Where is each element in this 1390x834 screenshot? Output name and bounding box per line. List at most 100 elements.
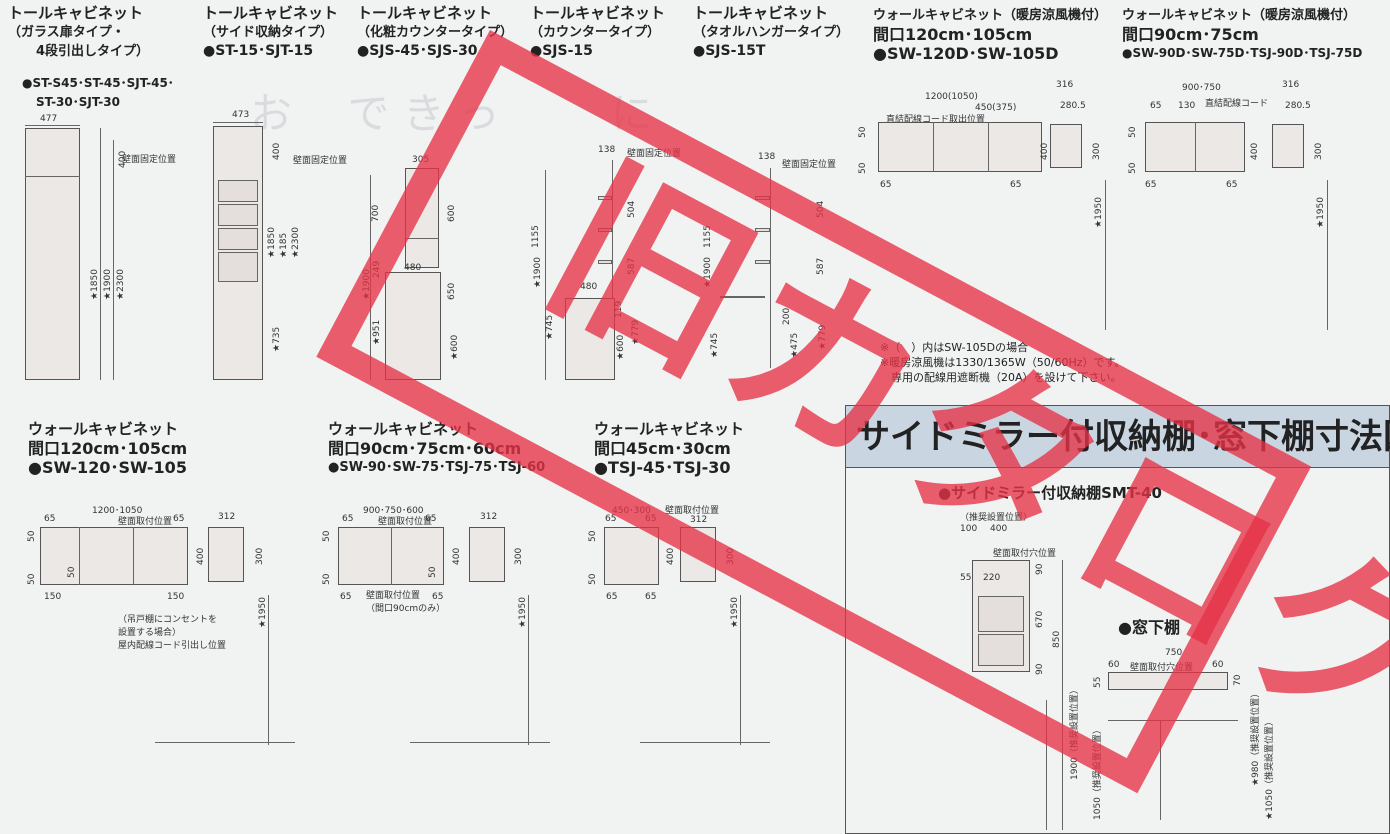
dim-label: 50 bbox=[27, 530, 37, 542]
dim-label: 312 bbox=[690, 515, 708, 525]
dim-label: 300 bbox=[1092, 142, 1102, 160]
dim-label: 50 bbox=[1128, 126, 1138, 138]
wall-cabinet-side bbox=[680, 527, 716, 582]
width-label: 138 bbox=[598, 145, 616, 155]
dim-label: 65 bbox=[425, 514, 437, 524]
dim-label: 900･750･600 bbox=[363, 506, 424, 516]
dim-label: 65 bbox=[645, 592, 657, 602]
dim-label: 130 bbox=[1178, 101, 1196, 111]
wall-cabinet-side bbox=[1050, 124, 1082, 168]
dim-label: 400 bbox=[196, 547, 206, 565]
dim-label: 700 bbox=[371, 204, 381, 222]
dim-label: 50 bbox=[588, 530, 598, 542]
footnotes: ※（ ）内はSW-105Dの場合 ※暖房涼風機は1330/1365W（50/60… bbox=[880, 341, 1126, 384]
dim-label: 50 bbox=[322, 530, 332, 542]
dim-label: 60 bbox=[1108, 660, 1120, 670]
dim-label: ★185 bbox=[279, 232, 289, 258]
dim-label: 50 bbox=[322, 573, 332, 585]
wall-cab-90-header: ウォールキャビネット 間口90cm･75cm･60cm ●SW-90･SW-75… bbox=[328, 420, 546, 475]
dim-label: 100 bbox=[960, 524, 978, 534]
smt-label: ●サイドミラー付収納棚SMT-40 bbox=[938, 484, 1162, 502]
dim-label: 300 bbox=[255, 547, 265, 565]
dim-label: 65 bbox=[173, 514, 185, 524]
tall-cab-glass-codes: ●ST-S45･ST-45･SJT-45･ ST-30･SJT-30 bbox=[22, 76, 174, 109]
dim-label: 400 bbox=[666, 547, 676, 565]
tall-cab-towel-header: トールキャビネット （タオルハンガータイプ） ●SJS-15T bbox=[693, 4, 850, 59]
dim-label: ★2300 bbox=[291, 227, 301, 258]
dim-label: 150 bbox=[167, 592, 185, 602]
dim-label: 50 bbox=[1128, 162, 1138, 174]
dim-label: 50 bbox=[428, 566, 438, 578]
dim-label: ★1950 bbox=[518, 597, 528, 628]
dim-label: 450(375) bbox=[975, 103, 1017, 113]
window-shelf-label: ●窓下棚 bbox=[1118, 618, 1180, 637]
dim-label: 55 bbox=[960, 573, 972, 583]
tall-cab-side-header: トールキャビネット （サイド収納タイプ） ●ST-15･SJT-15 bbox=[203, 4, 339, 59]
width-label: 477 bbox=[40, 114, 58, 124]
dim-label: 750 bbox=[1165, 648, 1183, 658]
dim-label: ★1950 bbox=[258, 597, 268, 628]
dim-label: 65 bbox=[1145, 180, 1157, 190]
dim-label: 900･750 bbox=[1182, 83, 1221, 93]
wall-cab-45-header: ウォールキャビネット 間口45cm･30cm ●TSJ-45･TSJ-30 bbox=[594, 420, 745, 477]
dim-label: 150 bbox=[44, 592, 62, 602]
counter-drawing bbox=[565, 298, 615, 380]
dim-label: 65 bbox=[1010, 180, 1022, 190]
cord-position-label: 直結配線コード取出位置 bbox=[886, 115, 986, 125]
dim-label: ★1900 bbox=[103, 269, 113, 300]
dim-label: 1200･1050 bbox=[92, 506, 143, 516]
wall-cabinet-drawing bbox=[604, 527, 659, 585]
dim-label: 312 bbox=[480, 512, 498, 522]
dim-label: ★1950 bbox=[1316, 197, 1326, 228]
width-label: 473 bbox=[232, 110, 250, 120]
dim-label: 65 bbox=[44, 514, 56, 524]
dim-label: 50 bbox=[67, 566, 77, 578]
dim-label: 50 bbox=[858, 126, 868, 138]
panel-title: サイドミラー付収納棚･窓下棚寸法図 bbox=[846, 406, 1390, 468]
dim-label: ★1950 bbox=[730, 597, 740, 628]
dim-label: ★735 bbox=[272, 326, 282, 352]
dim-label: 400 bbox=[452, 547, 462, 565]
dim-label: 280.5 bbox=[1060, 101, 1086, 111]
dim-label: 316 bbox=[1282, 80, 1300, 90]
outlet-callout: （吊戸棚にコンセントを 設置する場合） 屋内配線コード引出し位置 bbox=[118, 615, 227, 651]
wall-cab-120-header: ウォールキャビネット 間口120cm･105cm ●SW-120･SW-105 bbox=[28, 420, 188, 477]
wall-cabinet-side bbox=[1272, 124, 1304, 168]
dim-label: ★1950 bbox=[1094, 197, 1104, 228]
dim-label: 65 bbox=[605, 514, 617, 524]
dim-label: ★2300 bbox=[116, 269, 126, 300]
dim-label: 300 bbox=[1314, 142, 1324, 160]
tall-cabinet-drawing bbox=[405, 168, 439, 268]
dim-label: 480 bbox=[404, 263, 422, 273]
dim-label: 65 bbox=[432, 592, 444, 602]
dim-label: （推奨設置位置） bbox=[960, 513, 1033, 523]
dim-label: 50 bbox=[858, 162, 868, 174]
dim-label: 400 bbox=[1250, 142, 1260, 160]
width-label: 138 bbox=[758, 152, 776, 162]
wall-cabinet-drawing bbox=[40, 527, 188, 585]
dim-label: 50 bbox=[588, 573, 598, 585]
dim-label: 65 bbox=[342, 514, 354, 524]
dim-label: 480 bbox=[580, 282, 598, 292]
dim-label: 400 bbox=[272, 142, 282, 160]
wall-fix-label: 壁面固定位置 bbox=[782, 160, 837, 170]
mount-hole-label: 壁面取付穴位置 bbox=[993, 549, 1057, 559]
dim-label: 300 bbox=[514, 547, 524, 565]
dim-label: ★1850 bbox=[267, 227, 277, 258]
dim-label: 280.5 bbox=[1285, 101, 1311, 111]
dim-label: 65 bbox=[606, 592, 618, 602]
tall-cab-glass-header: トールキャビネット （ガラス扉タイプ・ 4段引出しタイプ） bbox=[8, 4, 150, 59]
tall-cabinet-drawing bbox=[25, 128, 80, 380]
dim-label: 50 bbox=[27, 573, 37, 585]
dim-label: 65 bbox=[1226, 180, 1238, 190]
dim-label: 65 bbox=[1150, 101, 1162, 111]
dim-label: 400 bbox=[990, 524, 1008, 534]
wall-fix-label: 壁面固定位置 bbox=[122, 155, 177, 165]
dim-label: 60 bbox=[1212, 660, 1224, 670]
side-mirror-panel: サイドミラー付収納棚･窓下棚寸法図 bbox=[845, 405, 1390, 834]
dim-label: 400 bbox=[1040, 142, 1050, 160]
dim-label: 316 bbox=[1056, 80, 1074, 90]
wall-fix-label: 壁面固定位置 bbox=[627, 149, 682, 159]
wall-mount-label: 壁面取付位置 bbox=[665, 506, 720, 516]
counter-drawing bbox=[385, 272, 441, 380]
